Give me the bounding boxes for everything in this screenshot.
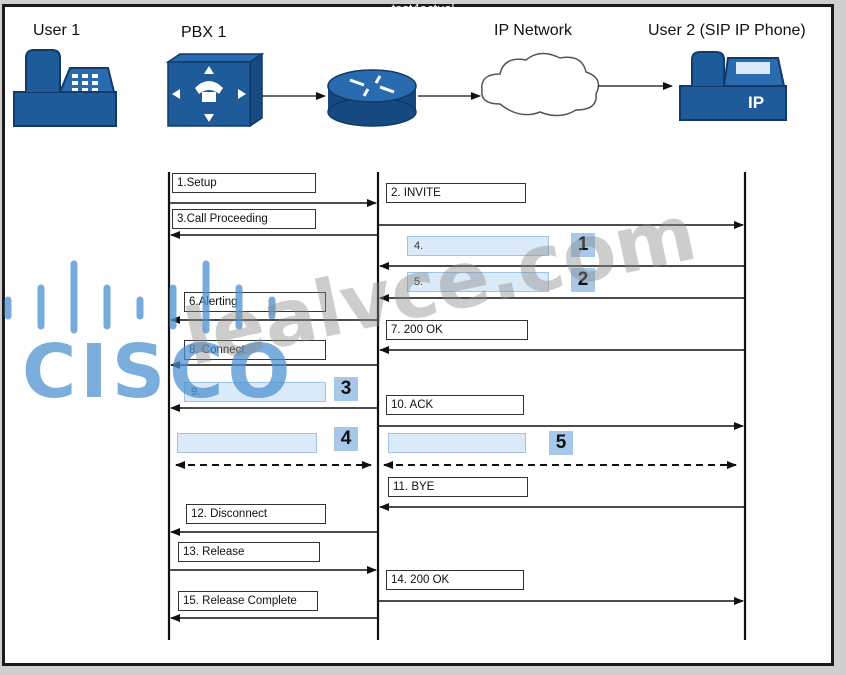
header-pbx1: PBX 1 [181, 24, 227, 41]
badge-3: 3 [334, 377, 358, 401]
msg-release: 13. Release [178, 542, 320, 562]
svg-text:IP: IP [748, 93, 764, 112]
msg-ack: 10. ACK [386, 395, 524, 415]
blank-media-left[interactable] [177, 433, 317, 453]
header-ip-network: IP Network [494, 22, 572, 39]
blank-step4[interactable]: 4. [407, 236, 549, 256]
msg-setup: 1.Setup [172, 173, 316, 193]
blank-step9[interactable]: 9. [184, 382, 326, 402]
header-user1: User 1 [33, 22, 81, 39]
blank-media-right[interactable] [388, 433, 526, 453]
msg-call-proceeding: 3.Call Proceeding [172, 209, 316, 229]
msg-200ok: 7. 200 OK [386, 320, 528, 340]
msg-release-complete: 15. Release Complete [178, 591, 318, 611]
blank-step5[interactable]: 5. [407, 272, 549, 292]
msg-connect: 8. Connect [184, 340, 326, 360]
telephone-icon [13, 49, 117, 127]
ip-phone-icon: IP [679, 51, 787, 121]
badge-2: 2 [571, 268, 595, 292]
router-icon [327, 69, 417, 127]
msg-200ok-bye: 14. 200 OK [386, 570, 524, 590]
badge-5: 5 [549, 431, 573, 455]
msg-bye: 11. BYE [388, 477, 528, 497]
cloud-icon [481, 52, 600, 117]
badge-1: 1 [571, 233, 595, 257]
badge-4: 4 [334, 427, 358, 451]
header-user2: User 2 (SIP IP Phone) [648, 22, 806, 39]
msg-disconnect: 12. Disconnect [186, 504, 326, 524]
msg-alerting: 6.Alerting [184, 292, 326, 312]
pbx-icon [165, 52, 265, 128]
header-label: test4actual [391, 1, 455, 16]
msg-invite: 2. INVITE [386, 183, 526, 203]
